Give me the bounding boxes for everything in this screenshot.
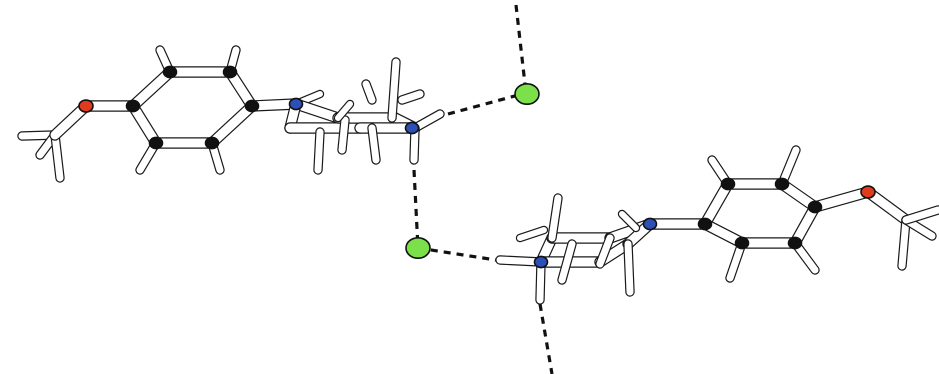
bond-c-h bbox=[337, 115, 350, 155]
bond-methyl-h bbox=[50, 130, 65, 183]
aromatic-carbon-atom bbox=[204, 136, 220, 150]
bond-c-h bbox=[387, 57, 401, 123]
chloride-ion bbox=[405, 237, 431, 260]
bond-c-h bbox=[333, 99, 355, 123]
aromatic-carbon-atom bbox=[162, 65, 178, 79]
aromatic-carbon-atom bbox=[125, 99, 141, 113]
nitrogen-atom bbox=[404, 121, 420, 135]
hydrogen-bond-layer bbox=[412, 4, 554, 374]
bond-c-h bbox=[595, 233, 615, 269]
bond-n-h bbox=[410, 109, 445, 133]
aromatic-bond bbox=[206, 100, 258, 149]
nitrogen-atom bbox=[288, 97, 304, 111]
aromatic-carbon-atom bbox=[222, 65, 238, 79]
atom-layer bbox=[78, 65, 876, 269]
hydrogen-bond bbox=[417, 246, 497, 262]
bond-layer bbox=[17, 45, 939, 305]
hydrogen-bond bbox=[514, 4, 528, 94]
oxygen-atom bbox=[860, 185, 876, 199]
aromatic-bond bbox=[127, 66, 176, 112]
bond-c-h bbox=[623, 239, 635, 297]
nitrogen-atom bbox=[642, 217, 658, 231]
bond-c-h bbox=[397, 89, 425, 105]
aromatic-carbon-atom bbox=[734, 236, 750, 250]
bond-c-h bbox=[515, 225, 549, 243]
hydrogen-bond bbox=[412, 169, 420, 249]
bond-c-n bbox=[246, 98, 302, 112]
aromatic-carbon-atom bbox=[787, 236, 803, 250]
bond-n-h bbox=[535, 257, 546, 305]
bond-c-h bbox=[361, 79, 377, 105]
aromatic-carbon-atom bbox=[697, 217, 713, 231]
hydrogen-bond bbox=[538, 303, 554, 374]
aromatic-bond bbox=[224, 66, 258, 112]
aromatic-bond bbox=[127, 100, 162, 149]
aromatic-carbon-atom bbox=[807, 200, 823, 214]
aromatic-carbon-atom bbox=[774, 177, 790, 191]
oxygen-atom bbox=[78, 99, 94, 113]
aromatic-bond bbox=[789, 201, 821, 249]
bond-c-h bbox=[367, 123, 381, 165]
bond-c-h bbox=[557, 239, 577, 285]
bond-ring bbox=[290, 98, 344, 124]
bond-c-h bbox=[617, 209, 641, 233]
bond-c-h bbox=[547, 193, 563, 243]
aromatic-bond bbox=[699, 178, 734, 230]
bond-c-h bbox=[313, 127, 325, 175]
bond-c-o bbox=[809, 186, 874, 213]
aromatic-carbon-atom bbox=[148, 136, 164, 150]
aromatic-carbon-atom bbox=[244, 99, 260, 113]
bond-o-c bbox=[862, 186, 912, 226]
bond-methyl-h bbox=[901, 205, 939, 225]
hydrogen-bond bbox=[447, 91, 527, 116]
nitrogen-atom bbox=[533, 255, 549, 269]
aromatic-carbon-atom bbox=[720, 177, 736, 191]
chloride-ion bbox=[514, 83, 540, 106]
bond-methyl-h bbox=[897, 215, 911, 271]
